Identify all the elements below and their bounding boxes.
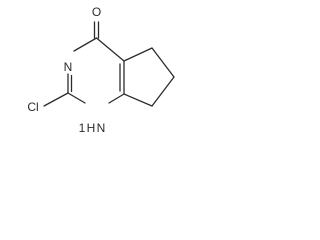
bond-c4a-c5 xyxy=(123,47,153,62)
bond-c6-c7 xyxy=(151,76,175,107)
bond-c7-c7a xyxy=(123,93,153,107)
bonds xyxy=(43,21,175,107)
bond-n1-c7a xyxy=(108,93,125,104)
atom-chlorine: Cl xyxy=(27,100,38,114)
chemical-structure: O N Cl H N 1 xyxy=(27,5,175,135)
atom-n1: N xyxy=(97,121,106,135)
bond-c2-cl xyxy=(43,92,69,107)
bond-c4a-c4 xyxy=(95,37,125,62)
atom-n1-hydrogen: H xyxy=(87,121,96,135)
atom-labels: O N Cl H N 1 xyxy=(27,5,105,135)
atom-n3: N xyxy=(64,60,73,74)
atom-n1-locant: 1 xyxy=(79,121,86,135)
bond-c5-c6 xyxy=(151,47,175,78)
bond-c2-n1 xyxy=(67,92,86,104)
bond-c4-n3 xyxy=(73,37,98,52)
atom-oxygen: O xyxy=(92,5,101,19)
